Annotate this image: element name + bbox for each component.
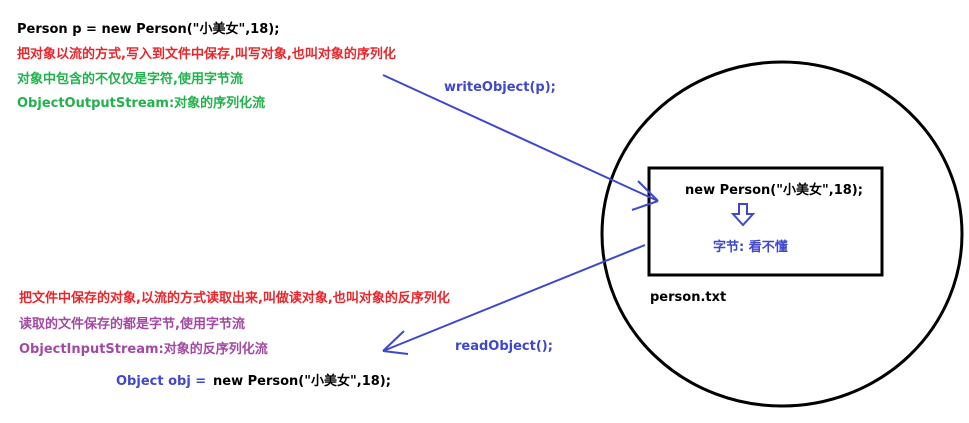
person-creation-code: Person p = new Person("小美女",18); [17,22,280,37]
result-variable-declaration: Object obj = [116,374,207,389]
read-arrow [382,244,646,355]
file-content-box [647,166,884,277]
deserialization-byte-stream-note: 读取的文件保存的都是字节,使用字节流 [19,317,245,332]
result-object-value: new Person("小美女",18); [213,374,391,389]
file-object-content: new Person("小美女",18); [685,183,863,198]
object-output-stream-label: ObjectOutputStream:对象的序列化流 [17,96,266,111]
object-input-stream-label: ObjectInputStream:对象的反序列化流 [19,342,268,357]
read-object-label: readObject(); [455,339,553,354]
down-arrow-icon [730,203,756,227]
file-bytes-label: 字节: 看不懂 [713,240,788,255]
write-arrow [382,74,659,211]
deserialization-description: 把文件中保存的对象,以流的方式读取出来,叫做读对象,也叫对象的反序列化 [19,291,450,306]
serialization-description: 把对象以流的方式,写入到文件中保存,叫写对象,也叫对象的序列化 [17,47,396,62]
serialization-byte-stream-note: 对象中包含的不仅仅是字符,使用字节流 [17,72,243,87]
file-name-label: person.txt [650,290,727,305]
file-circle [600,60,964,408]
write-object-label: writeObject(p); [444,80,556,95]
